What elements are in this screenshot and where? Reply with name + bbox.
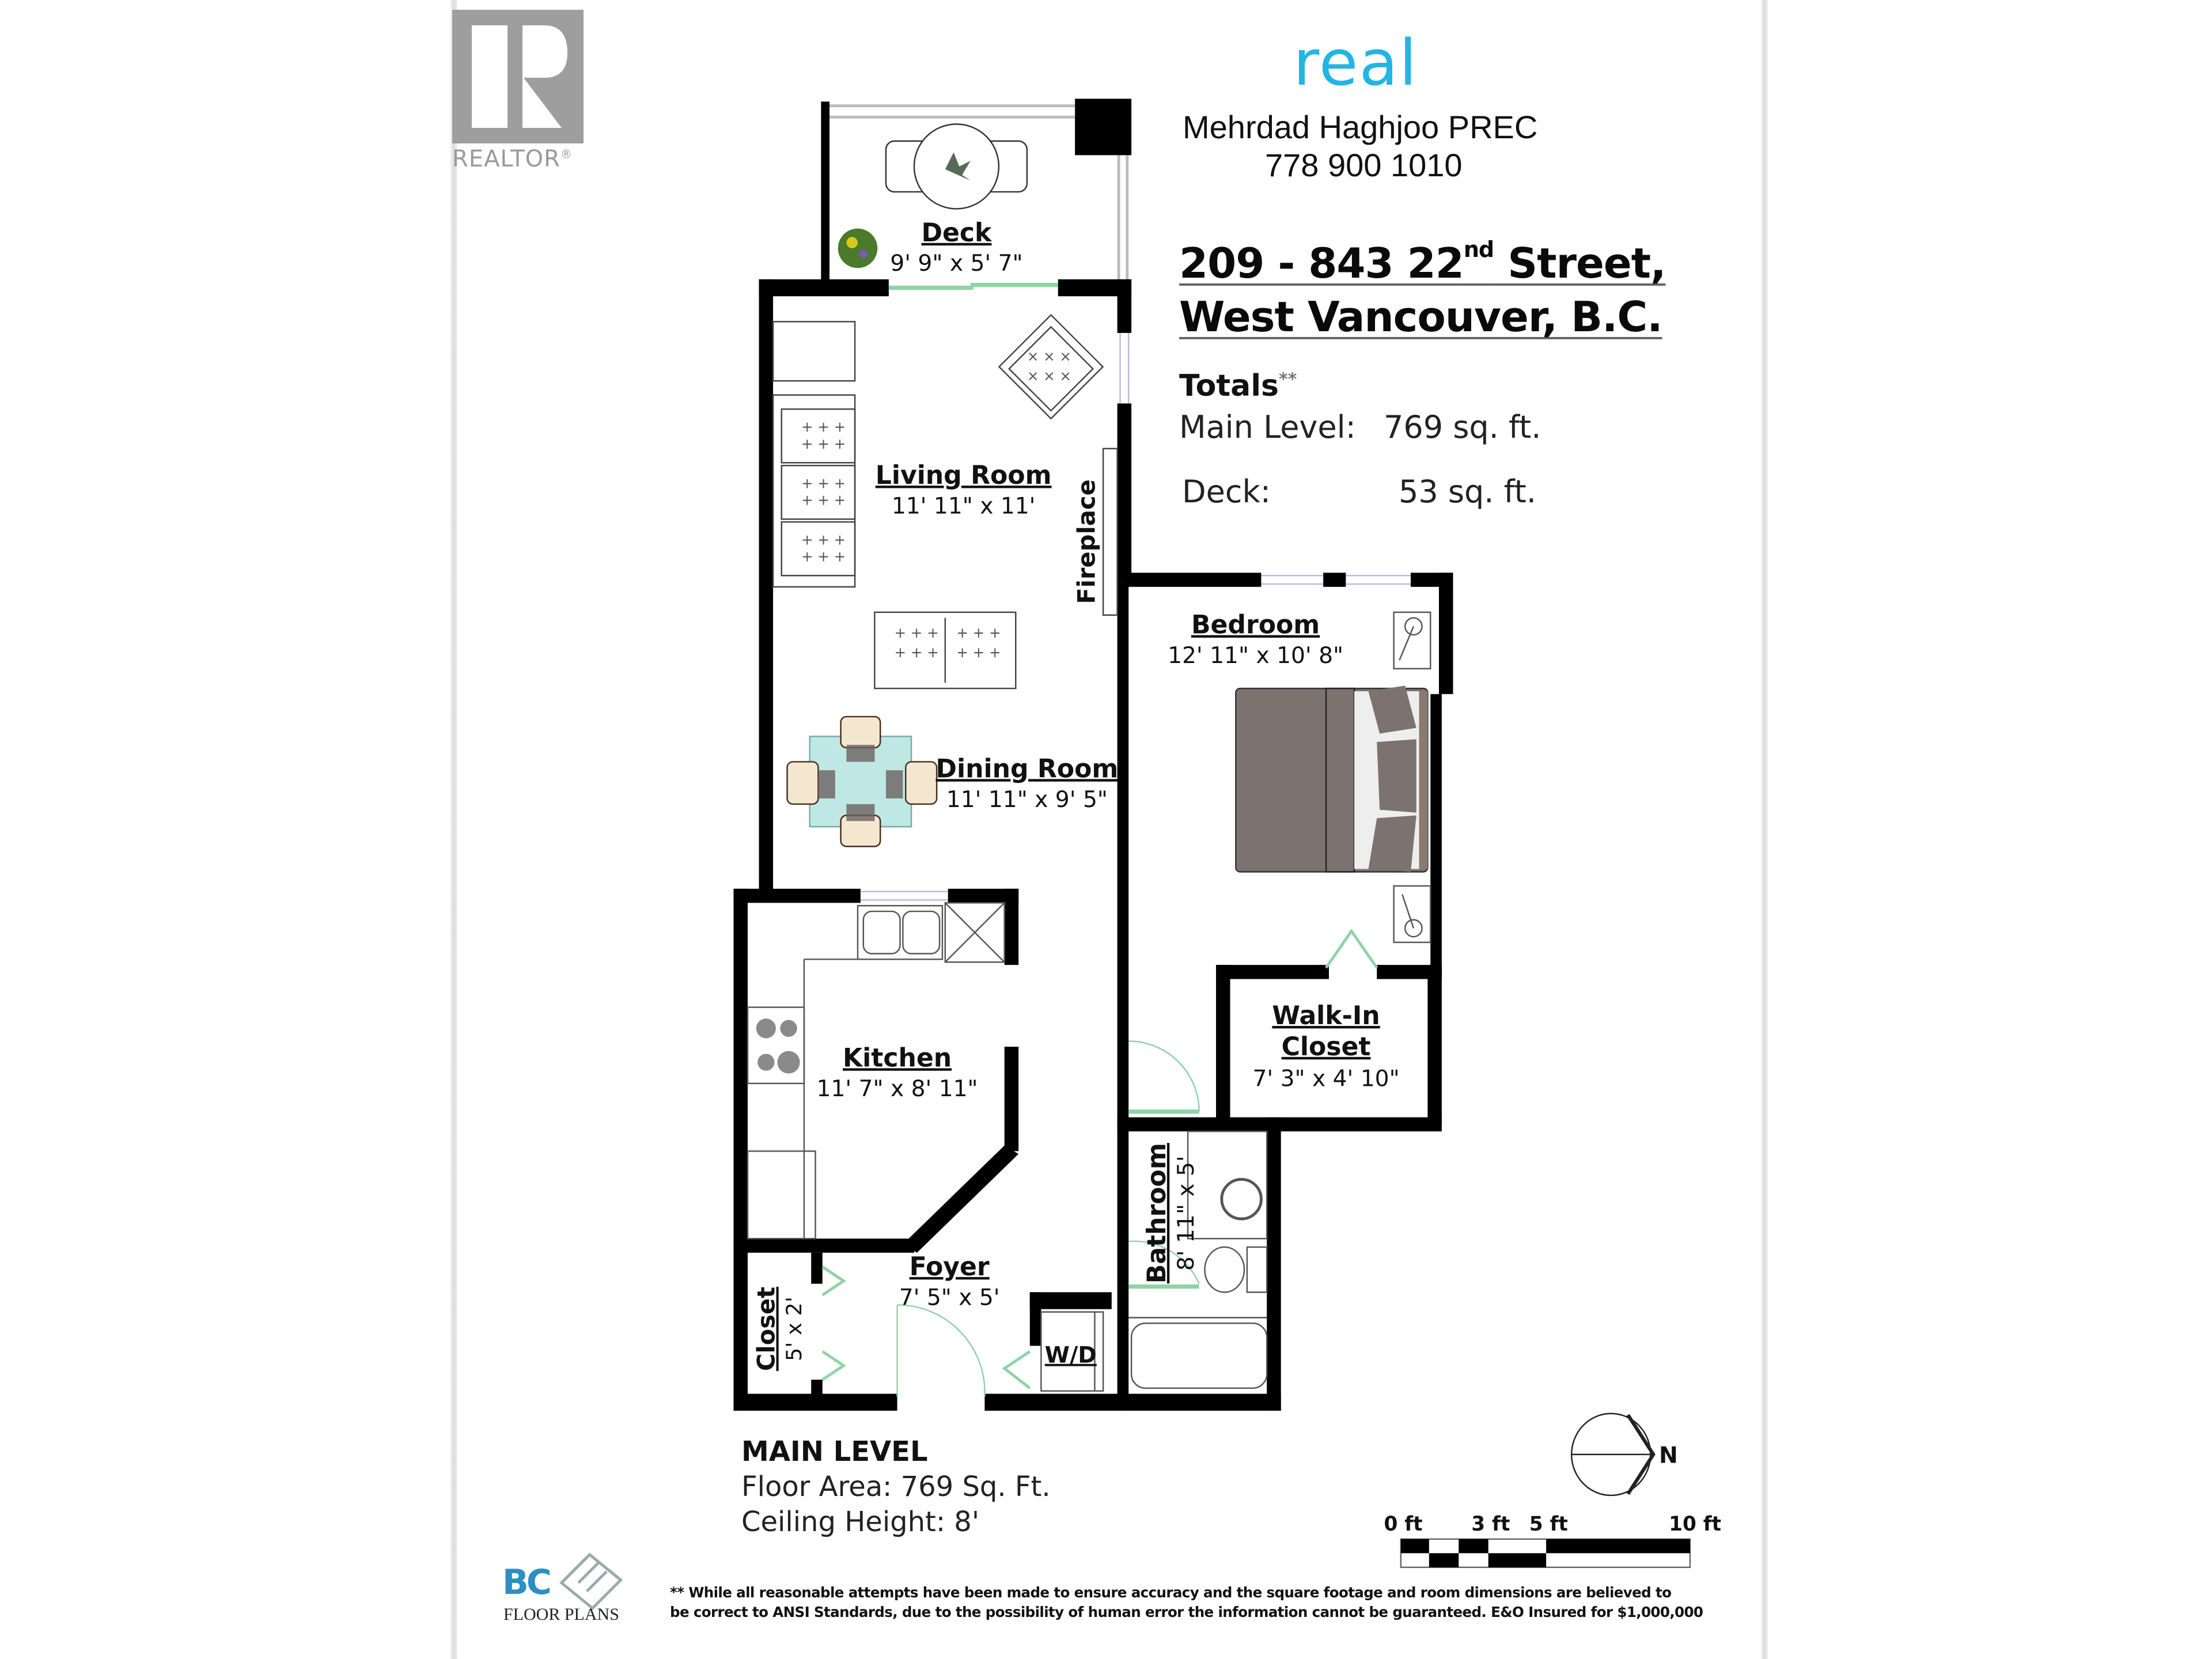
room-dining-name: Dining Room [935,754,1118,783]
svg-text:+ + +: + + + [895,624,939,641]
agent-name: Mehrdad Haghjoo PREC [1183,109,1538,145]
living-furniture [772,313,1118,690]
room-living-dims: 11' 11" x 11' [892,493,1036,519]
side-table-icon [772,321,856,382]
svg-text:× × ×: × × × [1027,368,1071,384]
property-address-line1: 209 - 843 22nd Street, [1179,237,1666,287]
svg-text:+ + +: + + + [956,624,1001,641]
compass-north-label: N [1659,1443,1678,1469]
registered-mark: ® [560,147,573,161]
svg-text:× × ×: × × × [1027,348,1071,365]
totals-row-deck: Deck: [1182,474,1271,510]
scale-tick-3: 3 ft [1471,1513,1510,1536]
room-bedroom-name: Bedroom [1191,611,1320,640]
disclaimer-line-1: ** While all reasonable attempts have be… [670,1584,1672,1601]
totals-row-label: Main Level: [1179,409,1356,445]
room-walkin-name-1: Walk-In [1272,1001,1380,1031]
totals-footnote-mark: ** [1279,369,1297,390]
room-foyer-dims: 7' 5" x 5' [899,1285,1000,1310]
fireplace-label: Fireplace [1072,479,1100,604]
kitchen-fixtures [747,902,1005,1240]
room-closet-name: Closet [752,1287,780,1371]
totals-row-main-value: 769 sq. ft. [1384,409,1541,445]
sink-icon [857,905,944,960]
scale-tick-5: 5 ft [1529,1513,1568,1536]
fridge-icon [944,902,1005,963]
windows [860,332,1411,901]
deck-table-icon [885,123,1028,210]
stove-icon [747,1006,805,1085]
totals-row-main: Main Level: [1179,409,1356,445]
stove-burners [756,1018,800,1074]
nightstand-lamp-icon [1393,611,1431,944]
address-number: 209 - 843 22 [1179,239,1464,287]
svg-text:+ + +: + + + [801,475,846,491]
svg-text:+ + +: + + + [801,418,846,435]
room-living-name: Living Room [876,461,1052,490]
totals-row-deck-value: 53 sq. ft. [1399,474,1537,510]
level-floor-area: Floor Area: 769 Sq. Ft. [741,1471,1051,1503]
room-labels: Deck 9' 9" x 5' 7" Living Room 11' 11" x… [752,218,1399,1371]
deck-plant-icon [838,228,878,268]
bed-icon [1235,685,1429,873]
room-walkin-name-2: Closet [1282,1032,1371,1062]
page-left-edge [450,0,457,1659]
disclaimer: ** While all reasonable attempts have be… [670,1583,1703,1622]
page-right-edge [1761,0,1768,1659]
svg-text:+ + +: + + + [956,644,1001,661]
bc-logo-text: BC [502,1562,552,1603]
compass-icon [1570,1412,1656,1497]
disclaimer-line-2: be correct to ANSI Standards, due to the… [670,1604,1703,1620]
property-address-line2: West Vancouver, B.C. [1179,293,1663,341]
toilet-icon [1204,1246,1245,1293]
room-foyer-name: Foyer [910,1252,990,1282]
level-title: MAIN LEVEL [741,1435,928,1468]
realtor-r-icon [452,10,584,143]
realtor-wordmark: REALTOR [452,146,560,172]
totals-label: Totals [1179,369,1279,403]
scale-tick-0: 0 ft [1384,1513,1422,1536]
svg-text:+ + +: + + + [801,435,846,452]
agent-phone: 778 900 1010 [1265,147,1463,183]
totals-heading: Totals** [1179,369,1297,403]
cushion-dots: + + ++ + + + + ++ + + + + ++ + + + + ++ … [801,348,1071,661]
sink-icon [1220,1177,1263,1221]
address-ordinal: nd [1463,237,1494,262]
svg-text:+ + +: + + + [895,644,939,661]
room-closet-dims: 5' x 2' [782,1297,806,1361]
door-swings [821,283,1378,1397]
washer-dryer-icon [1040,1311,1104,1392]
loveseat-icon [874,611,1017,690]
dishwasher-icon [747,1150,816,1240]
brokerage-logo: real [1293,26,1418,100]
svg-text:+ + +: + + + [801,548,846,565]
svg-text:+ + +: + + + [801,531,846,548]
room-bedroom-dims: 12' 11" x 10' 8" [1168,643,1343,669]
bathtub-icon [1130,1322,1268,1389]
svg-text:+ + +: + + + [801,492,846,509]
address-street: Street, [1494,239,1666,287]
bathroom-fixtures [1128,1130,1268,1389]
room-kitchen-name: Kitchen [843,1043,952,1073]
bc-floor-plans-text: FLOOR PLANS [503,1605,619,1624]
room-deck-name: Deck [921,218,993,248]
scale-bar-labels: 0 ft 3 ft 5 ft 10 ft [1384,1513,1721,1536]
room-laundry-name: W/D [1045,1343,1097,1369]
fireplace-hearth [1102,448,1118,616]
room-dining-dims: 11' 11" x 9' 5" [946,787,1108,813]
dining-table-icon [786,715,938,847]
armchair-icon [998,313,1104,420]
scale-tick-10: 10 ft [1669,1513,1721,1536]
room-bathroom-dims: 8' 11" x 5' [1173,1156,1199,1271]
realtor-logo: REALTOR® [452,10,585,174]
scale-bar [1400,1538,1691,1569]
room-walkin-dims: 7' 3" x 4' 10" [1252,1066,1399,1092]
walls [733,99,1453,1411]
room-kitchen-dims: 11' 7" x 8' 11" [816,1076,978,1102]
room-bathroom-name: Bathroom [1142,1143,1172,1283]
level-ceiling-height: Ceiling Height: 8' [741,1506,980,1538]
room-deck-dims: 9' 9" x 5' 7" [890,251,1022,276]
bc-floor-plans-icon [559,1552,623,1611]
